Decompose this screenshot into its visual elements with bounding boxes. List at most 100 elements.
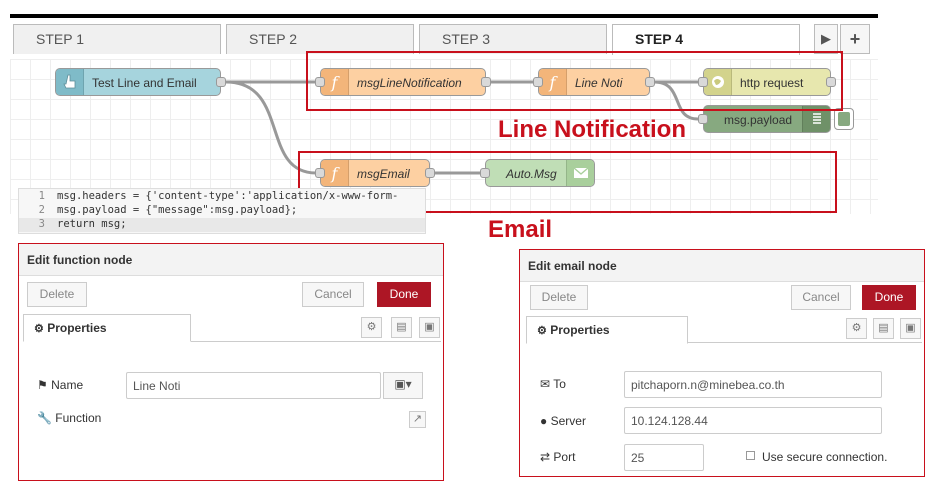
plus-icon: + [849,29,861,49]
http-request-node[interactable]: http request [698,68,836,96]
tab-step-3[interactable]: STEP 3 [419,24,607,54]
debug-toggle-button[interactable] [834,108,854,130]
secure-connection-label: Use secure connection. [762,450,888,464]
appearance-button[interactable]: ▣ [900,318,921,339]
cancel-button[interactable]: Cancel [791,285,851,310]
line-number: 2 [38,204,45,216]
to-input[interactable]: pitchaporn.n@minebea.co.th [624,371,882,398]
panel-title: Edit email node [520,250,924,282]
expand-editor-button[interactable]: ↗ [409,411,426,428]
flow-top-bar [10,14,878,18]
msgEmail-node[interactable]: f msgEmail [315,159,435,187]
port-input[interactable]: 25 [624,444,704,471]
tab-label: STEP 1 [36,31,84,47]
description-button[interactable]: ▤ [391,317,412,338]
tab-step-4[interactable]: STEP 4 [612,24,800,55]
delete-button[interactable]: Delete [27,282,87,307]
tab-properties[interactable]: ⚙ Properties [526,316,688,344]
name-label: Name [51,378,84,392]
envelope-icon [566,160,594,186]
gear-icon: ⚙ [34,323,44,335]
line-number: 1 [38,190,45,202]
function-icon: f [539,69,567,95]
function-label-row: 🔧 Function [37,411,101,425]
globe-icon: ● [540,414,548,428]
code-text: return msg; [57,218,127,230]
gear-icon: ⚙ [366,321,377,333]
port-label: Port [553,450,576,464]
node-label: Auto.Msg [506,167,557,181]
secure-connection-checkbox[interactable] [746,451,755,460]
done-button[interactable]: Done [377,282,431,307]
inject-node[interactable]: Test Line and Email [55,68,226,96]
node-label: msgLineNotification [357,76,462,90]
tag-icon: ⚑ [37,378,48,392]
wrench-icon: 🔧 [37,411,52,425]
input-port[interactable] [315,77,325,87]
tab-label: Properties [550,323,610,337]
node-label: Test Line and Email [92,76,197,90]
edit-email-panel: Edit email node Delete Cancel Done ⚙ Pro… [519,249,925,477]
msgLineNotification-node[interactable]: f msgLineNotification [315,68,491,96]
envelope-icon: ✉ [540,377,551,391]
node-label: Line Noti [575,76,623,90]
debug-toggle-fill [838,112,850,126]
settings-gear-button[interactable]: ⚙ [846,318,867,339]
settings-gear-button[interactable]: ⚙ [361,317,382,338]
description-button[interactable]: ▤ [873,318,894,339]
server-label: Server [550,414,586,428]
cancel-button[interactable]: Cancel [302,282,364,307]
tab-step-2[interactable]: STEP 2 [226,24,414,54]
play-icon: ▶ [821,31,831,46]
node-label: msg.payload [724,113,793,127]
autoMsg-node[interactable]: Auto.Msg [480,159,595,187]
expand-icon: ↗ [412,413,423,425]
debug-node[interactable]: msg.payload [698,105,831,133]
list-icon [802,106,830,132]
node-label: http request [740,76,804,90]
line-number: 3 [38,218,45,230]
tab-label: Properties [47,321,107,335]
tab-scroll-button[interactable]: ▶ [814,24,838,54]
delete-button[interactable]: Delete [530,285,588,310]
tab-properties[interactable]: ⚙ Properties [23,314,191,342]
to-label-row: ✉ To [540,377,566,391]
port-label-row: ⇄ Port [540,450,575,464]
code-text: msg.headers = {'content-type':'applicati… [57,190,399,202]
tab-divider [526,342,922,343]
to-label: To [553,377,566,391]
code-line: 2 msg.payload = {"message":msg.payload}; [19,204,425,218]
code-line: 3 return msg; [19,218,425,232]
appearance-button[interactable]: ▣ [419,317,440,338]
input-port[interactable] [698,77,708,87]
output-port[interactable] [425,168,435,178]
output-port[interactable] [216,77,226,87]
name-label-row: ⚑ Name [37,378,83,392]
code-editor[interactable]: 1 msg.headers = {'content-type':'applica… [18,188,426,234]
output-port[interactable] [481,77,491,87]
tab-step-1[interactable]: STEP 1 [13,24,221,54]
function-icon: f [321,160,349,186]
tab-divider [23,341,441,342]
input-port[interactable] [480,168,490,178]
server-input[interactable]: 10.124.128.44 [624,407,882,434]
input-port[interactable] [315,168,325,178]
input-port[interactable] [698,114,708,124]
input-port[interactable] [533,77,543,87]
server-label-row: ● Server [540,414,586,428]
gear-icon: ⚙ [851,322,862,334]
add-tab-button[interactable]: + [840,24,870,54]
lineNoti-node[interactable]: f Line Noti [533,68,655,96]
frame-icon: ▣ [905,322,916,334]
output-port[interactable] [645,77,655,87]
done-button[interactable]: Done [862,285,916,310]
edit-function-panel: Edit function node Delete Cancel Done ⚙ … [18,243,444,481]
frame-icon: ▣ [424,321,435,333]
library-button[interactable]: ▣▾ [383,372,423,399]
tab-label: STEP 4 [635,31,683,47]
tab-label: STEP 3 [442,31,490,47]
name-input[interactable]: Line Noti [126,372,381,399]
code-line: 1 msg.headers = {'content-type':'applica… [19,190,425,204]
output-port[interactable] [826,77,836,87]
hand-icon[interactable] [56,69,84,95]
